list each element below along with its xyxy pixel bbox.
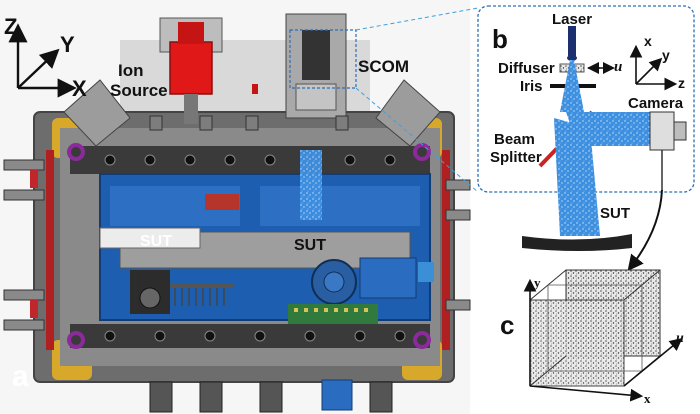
ion-source [169, 41, 213, 95]
axes-c [523, 278, 683, 402]
camera-label: Camera [628, 95, 684, 112]
panel-label-a: a [12, 360, 29, 393]
axis-label-z-b: z [678, 75, 685, 91]
panel-b-schematic [477, 5, 695, 251]
axis-label-y-a: Y [60, 32, 75, 57]
axis-label-x-b: x [644, 33, 652, 49]
diffuser-label: Diffuser [498, 60, 555, 77]
axis-label-y-b: y [662, 47, 670, 63]
panel-c-volume [523, 269, 683, 402]
axes-a [8, 23, 77, 98]
motor-body [359, 257, 417, 299]
laser-label: Laser [552, 11, 593, 28]
panel-label-b: b [492, 24, 508, 54]
pcb-board [288, 304, 378, 324]
axis-label-z-a: Z [4, 14, 18, 39]
iris-label: Iris [520, 78, 543, 95]
scom-highlight-box [289, 29, 357, 89]
laser-emitter [568, 26, 576, 56]
panel-a-machine [3, 13, 471, 413]
sut-surface [522, 234, 632, 251]
beam-splitter-label-line1: Beam [494, 131, 535, 148]
axis-label-x-c: x [644, 391, 651, 406]
ion-source-label-line2: Source [110, 81, 168, 100]
axis-label-u-c: u [676, 331, 684, 346]
beam-upper [560, 60, 584, 112]
camera-body [649, 111, 675, 151]
beam-in-chamber [300, 150, 322, 220]
camera-to-volume-arrow [627, 189, 663, 272]
u-label-b: u [614, 59, 623, 75]
top-crossbar [70, 146, 430, 174]
axes-b [629, 44, 678, 91]
scom-label: SCOM [358, 57, 409, 76]
axis-label-x-a: X [72, 76, 87, 101]
panel-label-c: c [500, 310, 515, 340]
sut-label-left: SUT [140, 233, 172, 250]
axis-label-y-c: y [534, 275, 541, 290]
zoom-connector-lines [355, 7, 479, 193]
sut-label-center: SUT [294, 237, 326, 254]
beam-splitter-label-line2: Splitter [490, 149, 542, 166]
sut-label-b: SUT [600, 205, 630, 222]
ion-source-label-line1: Ion [118, 61, 144, 80]
beam-to-sut [554, 118, 600, 236]
